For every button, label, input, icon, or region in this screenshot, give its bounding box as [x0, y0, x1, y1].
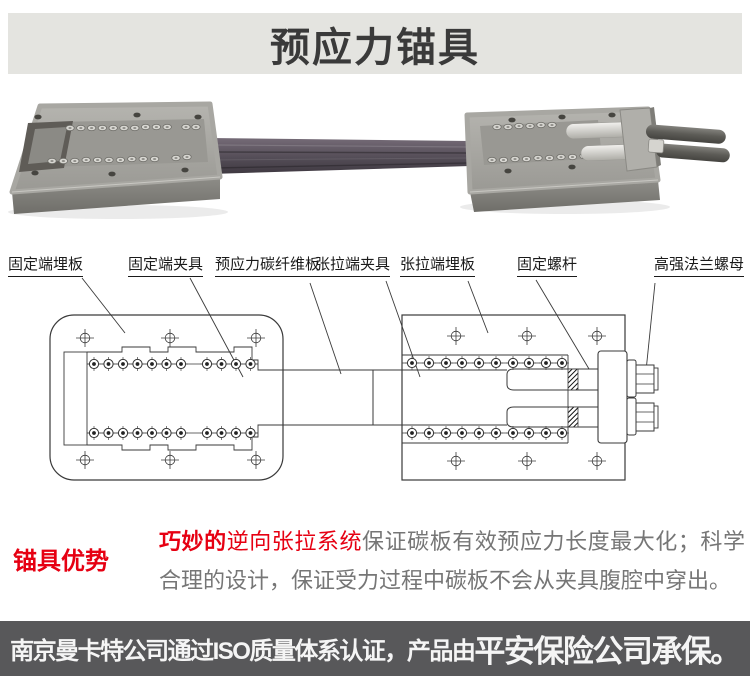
advantages-lead-bold: 巧妙的: [159, 529, 227, 554]
label-fixing-rod: 固定螺杆: [517, 258, 578, 277]
advantages-lead: 逆向张拉系统: [226, 529, 363, 554]
label-cfrp-plate: 预应力碳纤维板: [215, 258, 321, 277]
label-fixed-end-plate: 固定端埋板: [8, 258, 84, 277]
advantages-heading: 锚具优势: [13, 548, 109, 575]
cfrp-band-drawing: [283, 369, 507, 426]
fixing-rods-drawing: [506, 368, 599, 428]
title-bar: 预应力锚具: [8, 13, 742, 74]
label-tension-clamp: 张拉端夹具: [315, 258, 391, 277]
carbon-fiber-strip: [210, 138, 470, 174]
mounting-holes-drawing: [75, 326, 607, 471]
footer-bar: 南京曼卡特公司通过ISO质量体系认证，产品由平安保险公司承保。: [0, 621, 750, 676]
tension-end-plate-drawing: [401, 314, 626, 481]
product-photo: [8, 101, 730, 219]
flange-nuts-drawing: [597, 350, 659, 444]
label-tension-plate: 张拉端埋板: [400, 258, 476, 277]
threaded-rod-top: [645, 124, 726, 144]
threaded-rod-bottom: [655, 143, 730, 163]
footer-insurance-text: 平安保险公司承保。: [474, 634, 741, 669]
clamp-bolts-drawing: [86, 355, 570, 441]
fixed-end-plate-photo: [9, 101, 223, 214]
technical-drawing: [49, 277, 659, 481]
footer-certification-text: 南京曼卡特公司通过ISO质量体系认证，产品由: [10, 638, 476, 665]
label-fixed-end-clamp: 固定端夹具: [128, 258, 204, 277]
tension-end-plate-photo: [464, 106, 730, 212]
advantages-body-text: 保证碳板有效预应力长度最大化；科学合理的设计，保证受力过程中碳板不会从夹具腹腔中…: [159, 529, 745, 593]
advantages-text: 巧妙的逆向张拉系统保证碳板有效预应力长度最大化；科学合理的设计，保证受力过程中碳…: [159, 522, 745, 600]
page-title: 预应力锚具: [270, 25, 480, 70]
label-flange-nut: 高强法兰螺母: [654, 258, 745, 277]
hex-nut-photo: [647, 138, 665, 154]
